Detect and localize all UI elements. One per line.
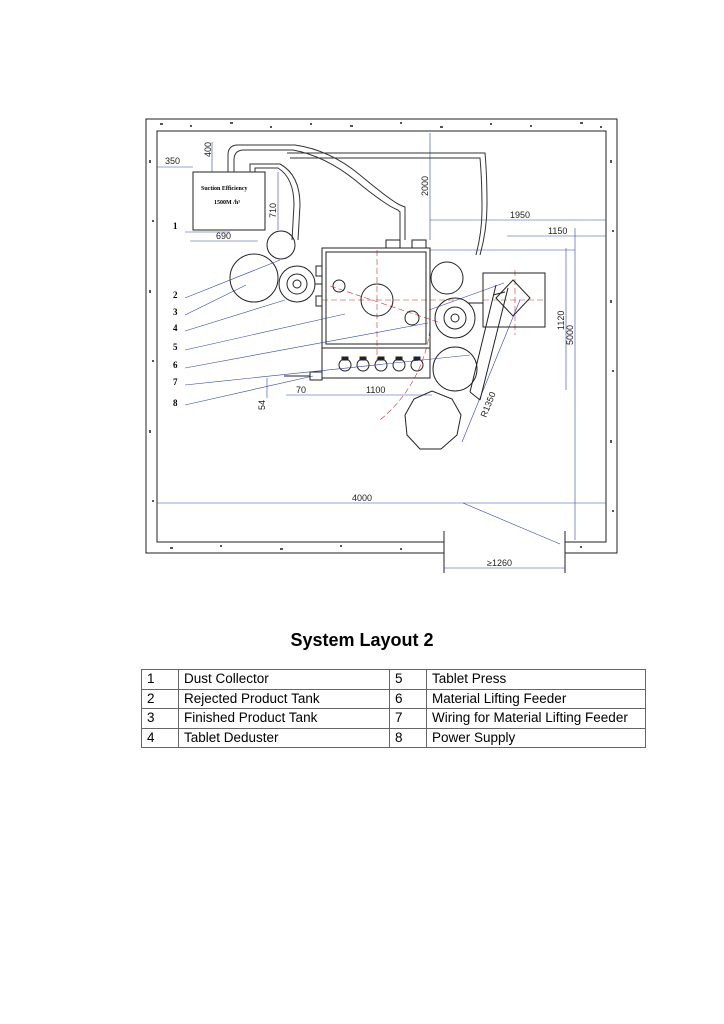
legend-number: 8 [389,727,427,748]
page-title: System Layout 2 [290,630,434,650]
item-number-7: 7 [173,377,178,387]
dim-4000: 4000 [352,493,372,503]
dim-350: 350 [165,156,180,166]
legend-number: 5 [389,669,427,690]
legend-number: 4 [141,727,179,748]
legend-table: 1 Dust Collector 5 Tablet Press 2 Reject… [141,669,646,748]
legend-label: Dust Collector [178,669,390,690]
power-supply [284,371,323,381]
left-tanks [229,230,322,303]
dim-1150: 1150 [548,226,567,236]
legend-label: Material Lifting Feeder [426,688,646,709]
dust-collector-text-1: Suction Efficiency [201,186,248,192]
item-number-4: 4 [173,323,178,333]
legend-label: Power Supply [426,727,646,748]
wall-hatching [149,122,614,550]
item-number-5: 5 [173,342,178,352]
leader-lines [184,231,471,406]
item-number-6: 6 [173,360,178,370]
dim-400: 400 [203,142,213,157]
centerlines [322,250,545,421]
dim-1260: ≥1260 [487,558,512,568]
legend-number: 1 [141,669,179,690]
legend-number: 7 [389,708,427,729]
suction-pipes [227,144,488,256]
legend-row: 1 Dust Collector 5 Tablet Press [141,669,646,690]
room-walls [145,118,618,573]
dim-2000: 2000 [420,176,430,196]
layout-drawing: Suction Efficiency 1500M /h³ [145,118,618,573]
legend-number: 6 [389,688,427,709]
item-number-2: 2 [173,290,178,300]
legend-label: Tablet Press [426,669,646,690]
dim-5000: 5000 [565,325,575,345]
legend-number: 2 [141,688,179,709]
dimension-lines [157,133,606,569]
dim-690: 690 [216,231,231,241]
legend-row: 3 Finished Product Tank 7 Wiring for Mat… [141,708,646,729]
dim-710: 710 [268,203,278,218]
dim-70: 70 [296,385,306,395]
legend-label: Rejected Product Tank [178,688,390,709]
dim-1950: 1950 [510,210,530,220]
legend-label: Finished Product Tank [178,708,390,729]
legend-row: 4 Tablet Deduster 8 Power Supply [141,727,646,748]
item-number-8: 8 [173,398,178,408]
material-lifting-feeder [469,272,546,401]
legend-label: Wiring for Material Lifting Feeder [426,708,646,729]
item-number-1: 1 [173,221,178,231]
legend-row: 2 Rejected Product Tank 6 Material Lifti… [141,688,646,709]
dim-54: 54 [257,400,267,410]
dim-1120: 1120 [556,311,566,330]
dim-1100: 1100 [366,385,385,395]
dust-collector [192,171,266,231]
item-number-3: 3 [173,307,178,317]
tablet-press [315,239,431,379]
right-tanks [404,261,483,450]
legend-label: Tablet Deduster [178,727,390,748]
legend-number: 3 [141,708,179,729]
dust-collector-text-2: 1500M /h³ [214,200,240,206]
